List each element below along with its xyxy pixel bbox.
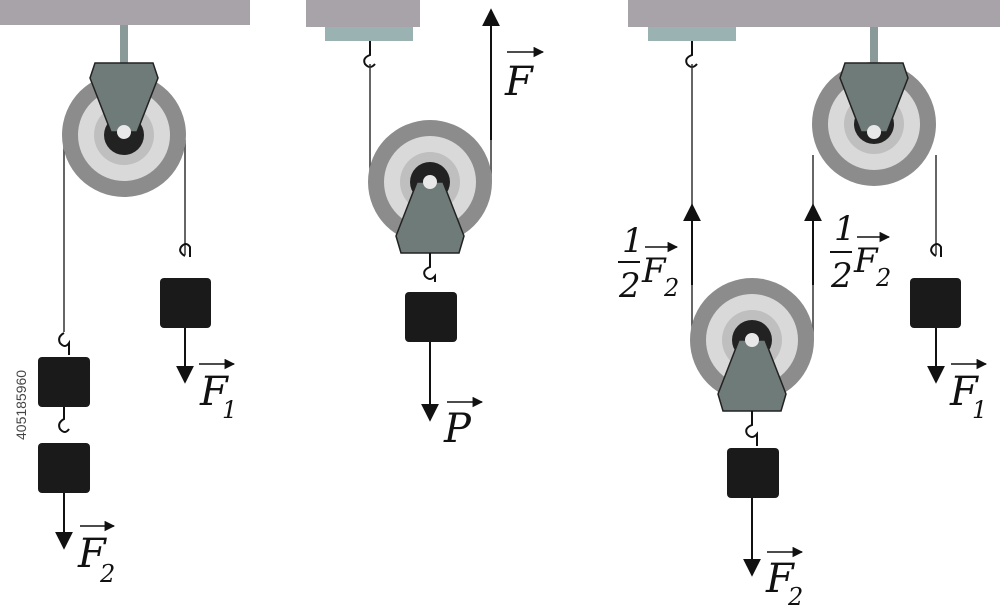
compound-pulley-system: 1 2 F 2 1 2 F 2 F 1 F 2 [618, 0, 1000, 607]
axle-rod-right [870, 27, 878, 63]
label-f2-left-sub: 2 [99, 560, 115, 588]
label-f1-right-sub: 1 [972, 396, 987, 424]
fixed-pulley-system: F 1 F 2 [0, 0, 250, 588]
label-half-f2-right: 1 2 F 2 [830, 209, 891, 296]
svg-text:2: 2 [618, 266, 641, 306]
svg-text:F: F [641, 251, 667, 291]
hook-icon [423, 253, 436, 282]
ceiling-mount [325, 27, 413, 41]
label-p: P [443, 406, 472, 452]
weight-p [405, 292, 457, 342]
hook-icon [745, 411, 758, 446]
ceiling-left [0, 0, 250, 25]
ceiling-right [628, 0, 1000, 27]
weight-f1 [160, 278, 211, 328]
label-f: F [504, 59, 534, 105]
svg-text:2: 2 [830, 256, 853, 296]
label-half-f2-left: 1 2 F 2 [618, 221, 679, 306]
pulley-wheel [62, 62, 186, 197]
hook-icon [58, 407, 70, 433]
svg-text:1: 1 [622, 221, 644, 261]
label-f2-left: F [77, 531, 107, 577]
hook-icon [58, 332, 70, 355]
label-f1-sub: 1 [222, 396, 237, 424]
svg-text:2: 2 [663, 274, 679, 302]
hook-icon [685, 41, 698, 68]
pulley-wheel [812, 62, 936, 186]
svg-text:2: 2 [875, 264, 891, 292]
svg-text:1: 1 [834, 209, 856, 249]
svg-text:F: F [853, 241, 879, 281]
hook-icon [363, 41, 376, 68]
ceiling-middle [306, 0, 420, 27]
pulley-wheel [368, 120, 492, 254]
weight-upper [38, 357, 90, 407]
axle-rod [120, 25, 128, 65]
hook-icon [179, 243, 191, 257]
weight-lower [38, 443, 90, 493]
weight-f2-right [727, 448, 779, 498]
label-f2-right: F [765, 556, 795, 602]
label-f1: F [199, 369, 229, 415]
ceiling-mount-right [648, 27, 736, 41]
stock-id: 405185960 [13, 370, 29, 440]
weight-f1-right [910, 278, 961, 328]
label-f1-right: F [949, 369, 979, 415]
hook-icon [930, 243, 942, 257]
movable-pulley-system: F P [306, 0, 545, 452]
pulley-wheel [690, 278, 814, 412]
label-f2-right-sub: 2 [787, 583, 803, 607]
